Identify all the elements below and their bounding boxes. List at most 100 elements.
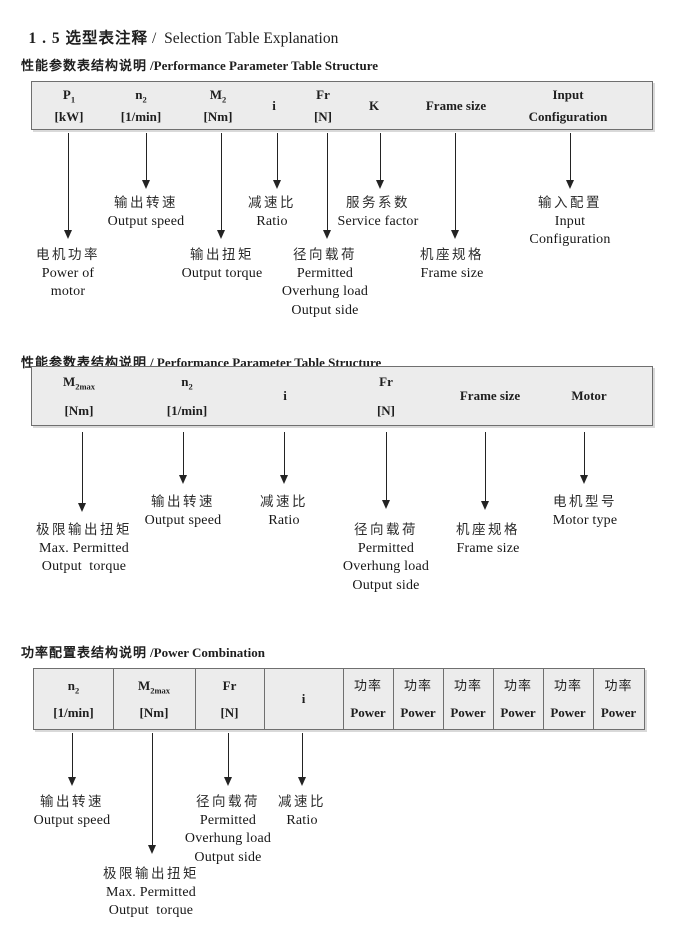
column-header-p1: P1 [kW] [54,86,84,124]
callout-line: Service factor [337,213,419,229]
callout-line: Output side [291,302,359,318]
callout-line: 输入配置 [538,195,602,210]
down-arrow-i [298,733,307,786]
column-header-power-2: 功率 Power [400,677,436,720]
callout-line: Output side [194,849,262,865]
down-arrow-i [280,432,289,484]
callout-line: Output torque [181,265,263,281]
column-header-fr: Fr [N] [313,86,333,124]
callout-line: 电机型号 [552,494,617,509]
callout-line: Overhung load [184,831,272,846]
column-header-n2: n2 [1/min] [120,86,162,124]
down-arrow-fr [382,432,391,509]
down-arrow-input [566,133,575,189]
column-header-i: i [283,388,287,403]
down-arrow-m2 [217,133,226,239]
down-arrow-frame [481,432,490,510]
column-header-power-6: 功率 Power [600,677,637,720]
power-combination-table-header: n2 [1/min] M2max [Nm] Fr [N] i 功率 Power … [33,668,645,730]
down-arrow-motor [580,432,589,484]
callout-line: 径向载荷 [353,522,418,537]
column-header-fr: Fr [N] [220,677,239,720]
callout-line: Ratio [286,812,318,828]
callout-line: 减速比 [278,794,326,809]
down-arrow-n2 [179,432,188,484]
section1-heading: 性能参数表结构说明/Performance Parameter Table St… [8,39,378,90]
column-header-k: K [368,97,380,113]
page-title-en: / Selection Table Explanation [152,30,339,47]
callout-line: 径向载荷 [195,794,260,809]
callout-line: 服务系数 [345,195,410,210]
callout-line: Output torque [41,559,127,574]
callout-line: 输出转速 [113,195,178,210]
down-arrow-p1 [64,133,73,239]
callout-frame-size: 机座规格 Frame size [420,245,484,283]
column-header-power-4: 功率 Power [500,677,536,720]
column-header-n2: n2 [1/min] [166,373,208,418]
section3-heading: 功率配置表结构说明/Power Combination [8,626,265,677]
down-arrow-n2 [68,733,77,786]
callout-line: Max. Permitted [39,540,129,556]
performance-table-2-header: M2max [Nm] n2 [1/min] i Fr [N] Frame siz… [31,366,653,426]
column-header-n2: n2 [1/min] [53,677,94,720]
column-header-i: i [272,97,276,113]
callout-line: 机座规格 [420,247,484,262]
callout-line: Max. Permitted [106,884,196,900]
callout-line: Overhung load [342,559,430,574]
down-arrow-i [273,133,282,189]
section3-heading-en: /Power Combination [150,645,265,660]
callout-line: Permitted [357,540,415,556]
callout-line: 径向载荷 [292,247,357,262]
page-title: 1 . 5 选型表注释/ Selection Table Explanation [13,8,339,66]
callout-line: 减速比 [260,494,308,509]
callout-line: Output speed [144,512,222,528]
column-divider [593,669,594,729]
section3-heading-zh: 功率配置表结构说明 [21,645,148,660]
callout-line: 极限输出扭矩 [103,866,199,881]
callout-line: Permitted [296,265,354,281]
column-divider [393,669,394,729]
column-header-input-configuration: Input Configuration [528,86,608,124]
down-arrow-fr [323,133,332,239]
column-header-m2max: M2max [Nm] [137,677,171,720]
column-header-m2: M2 [Nm] [203,86,233,124]
callout-line: Frame size [456,540,520,556]
column-divider [264,669,265,729]
column-header-frame-size: Frame size [459,388,521,403]
callout-line: Motor type [552,512,618,528]
callout-line: Ratio [256,213,288,229]
column-divider [113,669,114,729]
down-arrow-frame [451,133,460,239]
performance-table-1-header: P1 [kW] n2 [1/min] M2 [Nm] i Fr [N] K Fr… [31,81,653,130]
down-arrow-m2max [78,432,87,512]
callout-line: Power of [41,265,95,281]
column-header-m2max: M2max [Nm] [62,373,96,418]
section1-heading-en: /Performance Parameter Table Structure [150,58,379,73]
callout-line: Output torque [108,903,194,918]
callout-line: 极限输出扭矩 [36,522,132,537]
down-arrow-n2 [142,133,151,189]
column-divider [195,669,196,729]
column-header-power-3: 功率 Power [450,677,486,720]
callout-line: 减速比 [248,195,296,210]
callout-line: Input [554,213,586,229]
callout-line: motor [50,284,86,299]
callout-line: 机座规格 [456,522,520,537]
column-divider [343,669,344,729]
column-header-power-5: 功率 Power [550,677,586,720]
callout-line: Frame size [420,265,484,281]
callout-service-factor: 服务系数 Service factor [338,193,419,231]
down-arrow-fr [224,733,233,786]
callout-line: Permitted [199,812,257,828]
